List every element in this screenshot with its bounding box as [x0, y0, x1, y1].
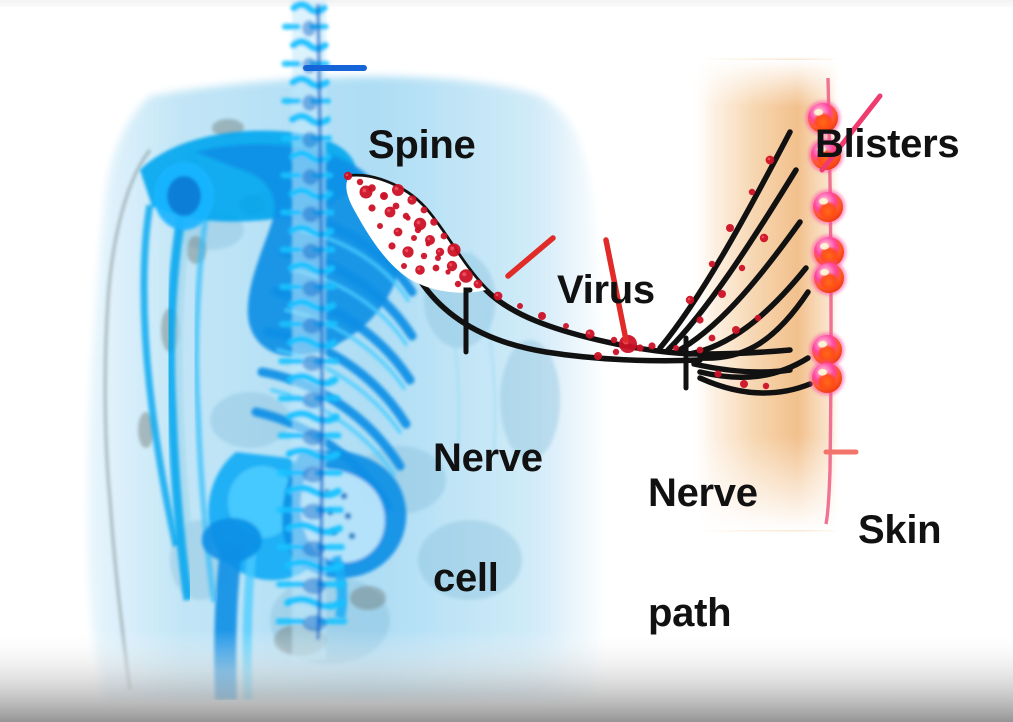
leader-lines — [303, 65, 883, 455]
label-nerve-cell: Nerve cell — [433, 436, 543, 600]
blister-group — [805, 100, 847, 396]
top-edge-bar — [0, 0, 1013, 7]
nerve-trunk — [697, 347, 793, 357]
label-virus: Virus — [557, 268, 655, 312]
nerve-branch-3 — [673, 219, 803, 355]
nerve-branch-6 — [697, 355, 811, 381]
leader-virus-a — [505, 235, 556, 279]
label-spine: Spine — [368, 123, 476, 167]
spine-vertebrae — [275, 0, 348, 660]
nerve-branch-1 — [657, 129, 793, 351]
label-blisters: Blisters — [815, 122, 960, 166]
nerve-branch-8 — [691, 361, 793, 375]
nerve-branch-2 — [665, 167, 799, 353]
nerve-branch-7 — [697, 375, 813, 396]
label-skin: Skin — [858, 508, 942, 552]
bottom-fade — [0, 630, 1013, 722]
leader-virus-b — [603, 237, 629, 343]
leader-blisters — [819, 93, 883, 173]
nerve-branch-5 — [697, 289, 811, 361]
leader-nerve-cell — [463, 287, 473, 355]
xray-body — [87, 0, 607, 700]
label-nerve-path: Nerve path — [648, 471, 758, 635]
virus-dots-in-cell — [359, 184, 483, 289]
